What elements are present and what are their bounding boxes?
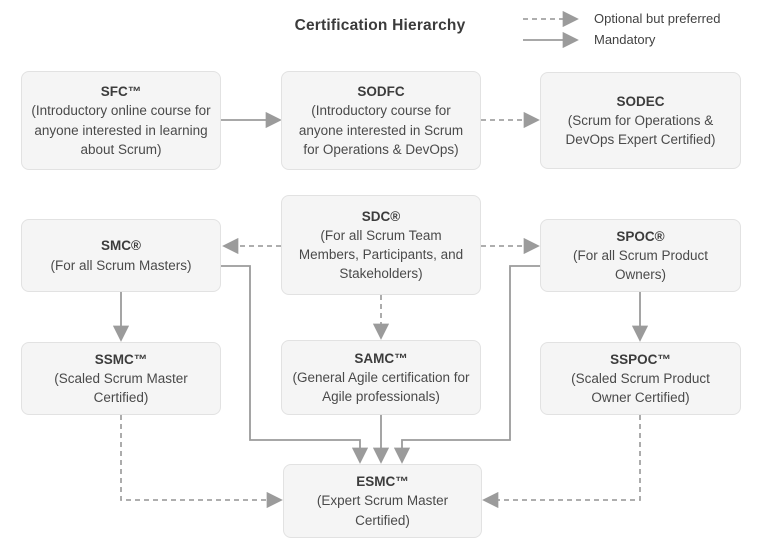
node-samc-description: (General Agile certification for Agile p…	[292, 369, 470, 405]
node-sodfc-title: SODFC	[357, 84, 405, 100]
node-spoc-title: SPOC®	[616, 228, 665, 244]
node-spoc: SPOC® (For all Scrum Product Owners)	[540, 219, 741, 292]
node-spoc-description: (For all Scrum Product Owners)	[572, 247, 709, 283]
node-esmc-title: ESMC™	[356, 474, 409, 490]
node-sspoc: SSPOC™ (Scaled Scrum Product Owner Certi…	[540, 342, 741, 415]
node-sodec: SODEC (Scrum for Operations & DevOps Exp…	[540, 72, 741, 169]
node-esmc-description: (Expert Scrum Master Certified)	[316, 493, 449, 528]
node-sfc-description: (Introductory online course for anyone i…	[31, 103, 211, 157]
edge-spoc-esmc	[393, 265, 540, 464]
edge-smc-esmc	[221, 265, 369, 464]
node-sdc-title: SDC®	[361, 208, 401, 224]
node-sodfc-description: (Introductory course for anyone interest…	[298, 103, 464, 157]
node-ssmc: SSMC™ (Scaled Scrum Master Certified)	[21, 342, 221, 415]
node-sodec-description: (Scrum for Operations & DevOps Expert Ce…	[565, 112, 716, 148]
edge-ssmc-esmc	[120, 415, 283, 509]
node-esmc: ESMC™ (Expert Scrum Master Certified)	[283, 464, 482, 538]
diagram-title: Certification Hierarchy	[294, 17, 466, 34]
legend-optional-label: Optional but preferred	[594, 11, 721, 26]
node-smc: SMC® (For all Scrum Masters)	[21, 219, 221, 292]
node-sspoc-description: (Scaled Scrum Product Owner Certified)	[571, 370, 710, 406]
node-sodfc: SODFC (Introductory course for anyone in…	[281, 71, 481, 170]
node-sspoc-title: SSPOC™	[610, 351, 671, 367]
legend-mandatory-label: Mandatory	[594, 32, 656, 47]
node-ssmc-description: (Scaled Scrum Master Certified)	[54, 370, 188, 406]
node-ssmc-title: SSMC™	[94, 351, 148, 367]
edge-sspoc-esmc	[482, 415, 641, 509]
node-smc-title: SMC®	[101, 238, 141, 254]
node-smc-description: (For all Scrum Masters)	[50, 257, 192, 273]
node-sdc: SDC® (For all Scrum Team Members, Partic…	[281, 195, 481, 295]
node-sdc-description: (For all Scrum Team Members, Participant…	[298, 227, 464, 282]
node-sodec-title: SODEC	[616, 93, 665, 109]
node-sfc: SFC™ (Introductory online course for any…	[21, 71, 221, 170]
node-samc-title: SAMC™	[354, 350, 408, 366]
node-samc: SAMC™ (General Agile certification for A…	[281, 340, 481, 415]
node-sfc-title: SFC™	[100, 84, 142, 100]
